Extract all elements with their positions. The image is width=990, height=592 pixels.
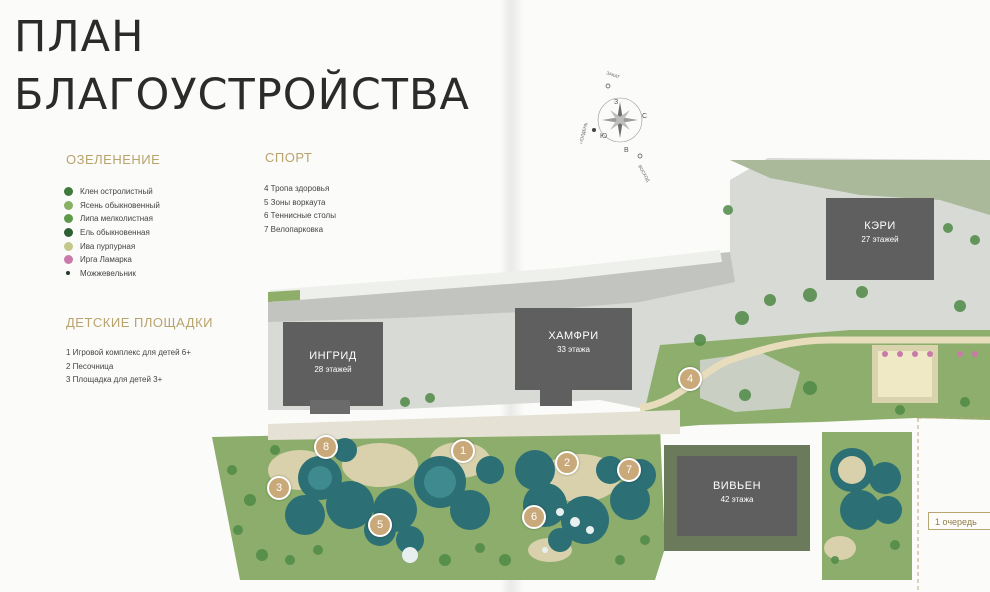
- greenery-heading: ОЗЕЛЕНЕНИЕ: [66, 152, 161, 167]
- compass-south: Ю: [600, 133, 607, 140]
- compass-icon: [597, 97, 643, 143]
- lawn-strip-left: [268, 290, 300, 302]
- sand-area: [342, 443, 418, 487]
- compass-sunset-label: ЗАКАТ: [606, 70, 621, 79]
- building-name: ВИВЬЕН: [712, 480, 762, 492]
- greenery-item-label: Клен остролистный: [80, 187, 153, 197]
- health-trail-path: [639, 336, 990, 412]
- compass-rose: С Ю З В ЗАКАТ ПОЛДЕНЬ ВОСХОД: [580, 70, 651, 182]
- greenery-item-label: Ель обыкновенная: [80, 228, 150, 238]
- playground-item: 1 Игровой комплекс для детей 6+: [66, 348, 191, 358]
- building-vivien: [677, 456, 797, 536]
- sand-area: [838, 456, 866, 484]
- building-ingrid-annex: [310, 400, 350, 414]
- lawn-strip-top: [730, 160, 990, 215]
- playground-white-dots: [542, 508, 594, 553]
- sport-item: 4 Тропа здоровья: [264, 184, 330, 194]
- marker-4[interactable]: 4: [678, 367, 702, 391]
- greenery-item-label: Ясень обыкновенный: [80, 200, 160, 210]
- greenery-item-label: Ива пурпурная: [80, 241, 136, 251]
- sun-icon: [637, 153, 643, 159]
- building-vivien-label: ВИВЬЕН 42 этажа: [677, 480, 797, 504]
- building-ingrid: [283, 322, 383, 406]
- sport-list: 4 Тропа здоровья 5 Зоны воркаута 6 Тенни…: [264, 182, 336, 236]
- building-name: ИНГРИД: [309, 350, 357, 362]
- playground-cluster-west-accents: [308, 466, 456, 563]
- marker-7[interactable]: 7: [617, 458, 641, 482]
- sand-area: [824, 536, 856, 560]
- bike-parking-inner: [878, 351, 932, 397]
- serviceberry-icons: [882, 351, 978, 357]
- health-trail-area: [700, 352, 800, 412]
- playground-item: 3 Площадка для детей 3+: [66, 375, 163, 385]
- building-hamfri-annex: [540, 388, 572, 406]
- ash-tree-icon: [64, 200, 73, 210]
- greenery-item-label: Можжевельник: [80, 268, 136, 278]
- greenery-item: Клен остролистный: [64, 185, 160, 199]
- building-ingrid-label: ИНГРИД 28 этажей: [283, 350, 383, 374]
- greenery-item: Ель обыкновенная: [64, 226, 160, 240]
- marker-6[interactable]: 6: [522, 505, 546, 529]
- playground-item: 2 Песочница: [66, 361, 114, 371]
- building-name: ХАМФРИ: [548, 330, 599, 342]
- building-name: КЭРИ: [864, 220, 896, 232]
- greenery-item: Ирга Ламарка: [64, 253, 160, 267]
- willow-tree-icon: [64, 241, 73, 251]
- building-floors: 33 этажа: [557, 345, 590, 354]
- compass-east: В: [624, 147, 629, 154]
- marker-5[interactable]: 5: [368, 513, 392, 537]
- greenery-item-label: Липа мелколистная: [80, 214, 153, 224]
- marker-8[interactable]: 8: [314, 435, 338, 459]
- greenery-item-label: Ирга Ламарка: [80, 255, 132, 265]
- title-line-2: БЛАГОУСТРОЙСТВА: [14, 70, 470, 120]
- greenery-item: Ива пурпурная: [64, 239, 160, 253]
- marker-2[interactable]: 2: [555, 451, 579, 475]
- main-promenade: [268, 410, 680, 440]
- sport-item: 5 Зоны воркаута: [264, 197, 326, 207]
- sport-item: 6 Теннисные столы: [264, 211, 336, 221]
- linden-tree-icon: [64, 214, 73, 224]
- serviceberry-icon: [64, 255, 73, 265]
- marker-3[interactable]: 3: [267, 476, 291, 500]
- title-line-1: ПЛАН: [14, 12, 145, 62]
- maple-tree-icon: [64, 187, 73, 197]
- queue-label: 1 очередь: [928, 512, 990, 530]
- building-floors: 28 этажей: [314, 365, 352, 374]
- walkway: [270, 250, 722, 302]
- playgrounds-list: 1 Игровой комплекс для детей 6+ 2 Песочн…: [66, 346, 191, 387]
- building-floors: 27 этажей: [861, 235, 899, 244]
- building-floors: 42 этажа: [720, 495, 754, 504]
- compass-noon-label: ПОЛДЕНЬ: [580, 122, 589, 144]
- playgrounds-heading: ДЕТСКИЕ ПЛОЩАДКИ: [66, 315, 214, 330]
- compass-west: З: [614, 99, 618, 106]
- compass-north: С: [642, 113, 647, 120]
- sun-icon: [605, 83, 611, 89]
- greenery-item: Липа мелколистная: [64, 212, 160, 226]
- page-title: ПЛАН БЛАГОУСТРОЙСТВА: [14, 8, 470, 124]
- greenery-item: Ясень обыкновенный: [64, 199, 160, 213]
- building-hamfri: [515, 308, 632, 390]
- spruce-tree-icon: [64, 228, 73, 238]
- sport-heading: СПОРТ: [265, 150, 313, 165]
- sun-icon: [592, 128, 596, 132]
- building-keri: [826, 198, 934, 280]
- building-hamfri-label: ХАМФРИ 33 этажа: [515, 330, 632, 354]
- sport-item: 7 Велопарковка: [264, 225, 324, 235]
- greenery-item: Можжевельник: [64, 267, 160, 281]
- marker-1[interactable]: 1: [451, 439, 475, 463]
- building-keri-label: КЭРИ 27 этажей: [826, 220, 934, 244]
- juniper-icon: [66, 271, 70, 276]
- greenery-list: Клен остролистный Ясень обыкновенный Лип…: [64, 185, 160, 280]
